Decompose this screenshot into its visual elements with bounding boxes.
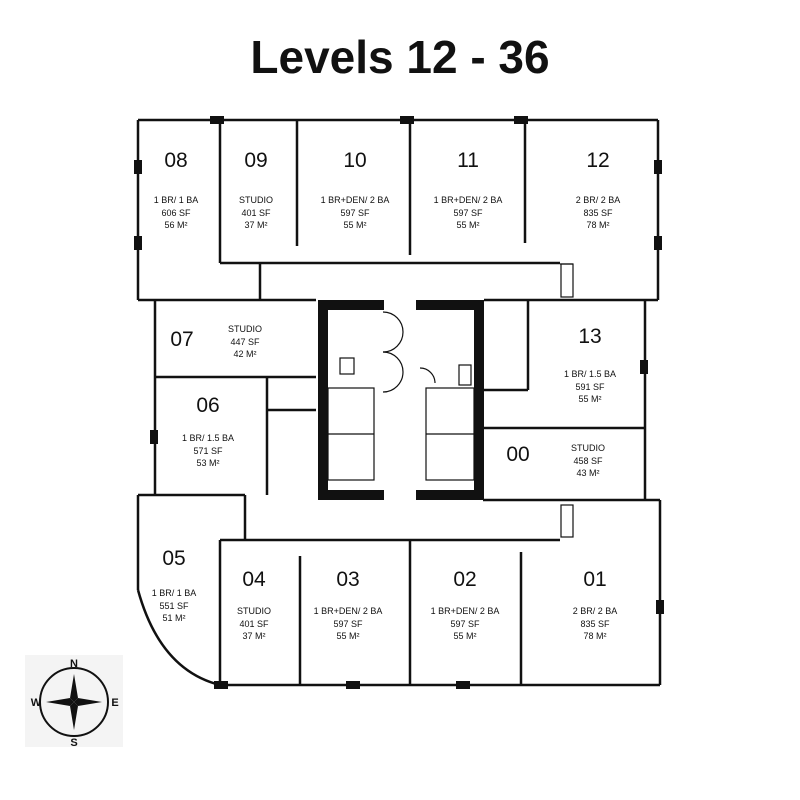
unit-m2: 78 M² xyxy=(583,631,606,641)
unit-m2: 43 M² xyxy=(576,468,599,478)
unit-m2: 55 M² xyxy=(456,220,479,230)
unit-m2: 56 M² xyxy=(164,220,187,230)
unit-sf: 835 SF xyxy=(583,208,613,218)
unit-m2: 37 M² xyxy=(244,220,267,230)
unit-number: 05 xyxy=(162,547,185,570)
unit-sf: 458 SF xyxy=(573,456,603,466)
unit-type: STUDIO xyxy=(228,324,262,334)
compass-west: W xyxy=(31,697,42,709)
unit-number: 11 xyxy=(457,149,479,172)
unit-type: 1 BR/ 1.5 BA xyxy=(182,433,234,443)
unit-number: 07 xyxy=(170,328,193,351)
unit-type: 1 BR/ 1.5 BA xyxy=(564,369,616,379)
unit-sf: 401 SF xyxy=(241,208,271,218)
compass-rose-icon: N S E W xyxy=(25,655,123,749)
unit-sf: 606 SF xyxy=(161,208,191,218)
unit-m2: 53 M² xyxy=(196,458,219,468)
unit-type: STUDIO xyxy=(239,195,273,205)
unit-number: 12 xyxy=(586,149,609,172)
compass-east: E xyxy=(111,697,118,709)
unit-m2: 55 M² xyxy=(336,631,359,641)
unit-m2: 55 M² xyxy=(453,631,476,641)
unit-sf: 591 SF xyxy=(575,382,605,392)
compass-south: S xyxy=(70,737,77,749)
unit-sf: 835 SF xyxy=(580,619,610,629)
compass-north: N xyxy=(70,658,78,670)
unit-type: STUDIO xyxy=(571,443,605,453)
unit-type: 1 BR/ 1 BA xyxy=(154,195,199,205)
unit-number: 00 xyxy=(506,443,529,466)
unit-m2: 55 M² xyxy=(578,394,601,404)
unit-number: 01 xyxy=(583,568,606,591)
unit-number: 13 xyxy=(578,325,601,348)
unit-sf: 597 SF xyxy=(450,619,480,629)
unit-type: 2 BR/ 2 BA xyxy=(576,195,621,205)
unit-number: 03 xyxy=(336,568,359,591)
unit-type: 1 BR+DEN/ 2 BA xyxy=(321,195,390,205)
unit-sf: 447 SF xyxy=(230,337,260,347)
unit-sf: 401 SF xyxy=(239,619,269,629)
unit-type: 1 BR/ 1 BA xyxy=(152,588,197,598)
unit-sf: 597 SF xyxy=(333,619,363,629)
unit-type: 1 BR+DEN/ 2 BA xyxy=(314,606,383,616)
unit-number: 09 xyxy=(244,149,267,172)
unit-type: 2 BR/ 2 BA xyxy=(573,606,618,616)
unit-m2: 51 M² xyxy=(162,613,185,623)
unit-m2: 55 M² xyxy=(343,220,366,230)
unit-type: 1 BR+DEN/ 2 BA xyxy=(434,195,503,205)
unit-type: 1 BR+DEN/ 2 BA xyxy=(431,606,500,616)
unit-m2: 42 M² xyxy=(233,349,256,359)
unit-number: 02 xyxy=(453,568,476,591)
unit-m2: 78 M² xyxy=(586,220,609,230)
unit-sf: 571 SF xyxy=(193,446,223,456)
page-title: Levels 12 - 36 xyxy=(250,31,550,83)
unit-number: 10 xyxy=(343,149,366,172)
unit-number: 06 xyxy=(196,394,219,417)
unit-sf: 551 SF xyxy=(159,601,189,611)
unit-type: STUDIO xyxy=(237,606,271,616)
unit-number: 04 xyxy=(242,568,266,591)
unit-m2: 37 M² xyxy=(242,631,265,641)
unit-sf: 597 SF xyxy=(340,208,370,218)
unit-number: 08 xyxy=(164,149,187,172)
unit-sf: 597 SF xyxy=(453,208,483,218)
